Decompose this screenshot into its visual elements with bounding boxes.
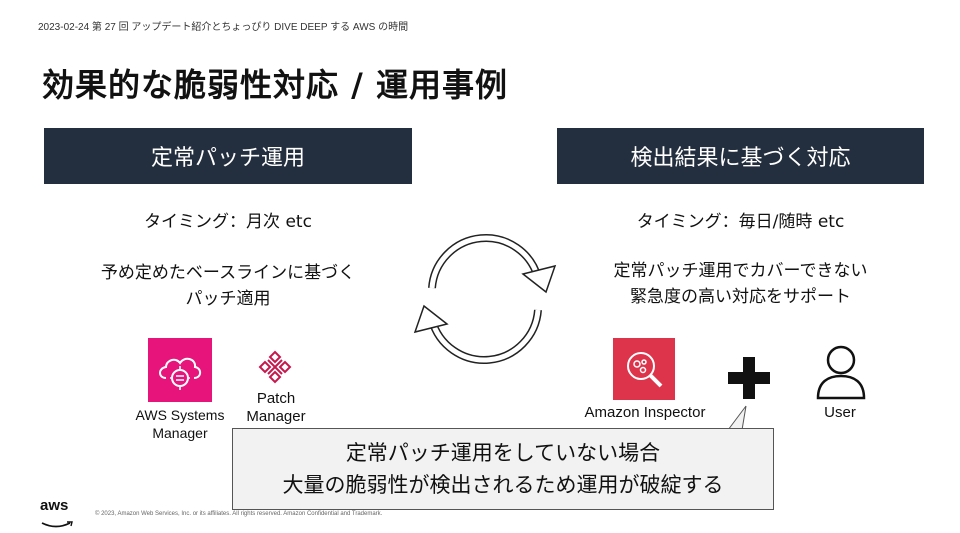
aws-logo: aws [40,498,80,528]
plus-icon [726,355,772,401]
patch-manager-icon [258,350,292,384]
right-heading-box: 検出結果に基づく対応 [557,128,924,184]
user-label: User [824,404,856,421]
systems-manager-icon [148,338,212,402]
patch-manager-label: Patch Manager [246,390,306,425]
copyright-text: © 2023, Amazon Web Services, Inc. or its… [95,511,383,517]
left-description-line1: 予め定めたベースラインに基づく [100,263,356,283]
right-description-line2: 緊急度の高い対応をサポート [630,287,851,307]
callout-line1: 定常パッチ運用をしていない場合 [345,441,661,465]
event-header-text: 2023-02-24 第 27 回 アップデート紹介とちょっぴり DIVE DE… [38,22,409,33]
callout-line2: 大量の脆弱性が検出されるため運用が破綻する [282,473,724,497]
left-heading-text: 定常パッチ運用 [150,146,305,171]
warning-callout: 定常パッチ運用をしていない場合 大量の脆弱性が検出されるため運用が破綻する [232,428,774,510]
aws-smile-icon [41,521,73,528]
systems-manager-label: AWS Systems Manager [135,407,225,441]
cycle-arrows-icon [410,224,560,374]
left-heading-box: 定常パッチ運用 [44,128,412,184]
user-icon [814,342,868,400]
callout-pointer [712,404,752,432]
amazon-inspector-icon [613,338,675,400]
right-heading-text: 検出結果に基づく対応 [630,146,851,171]
left-timing: タイミング：月次 etc [144,212,312,232]
left-description-line2: パッチ適用 [185,289,271,309]
left-description: 予め定めたベースラインに基づく パッチ適用 [44,260,412,312]
slide-title: 効果的な脆弱性対応 / 運用事例 [42,66,508,104]
amazon-inspector-label: Amazon Inspector [584,404,706,421]
right-timing: タイミング：毎日/随時 etc [636,212,845,232]
right-description: 定常パッチ運用でカバーできない 緊急度の高い対応をサポート [557,258,924,310]
right-description-line1: 定常パッチ運用でカバーできない [613,261,868,281]
